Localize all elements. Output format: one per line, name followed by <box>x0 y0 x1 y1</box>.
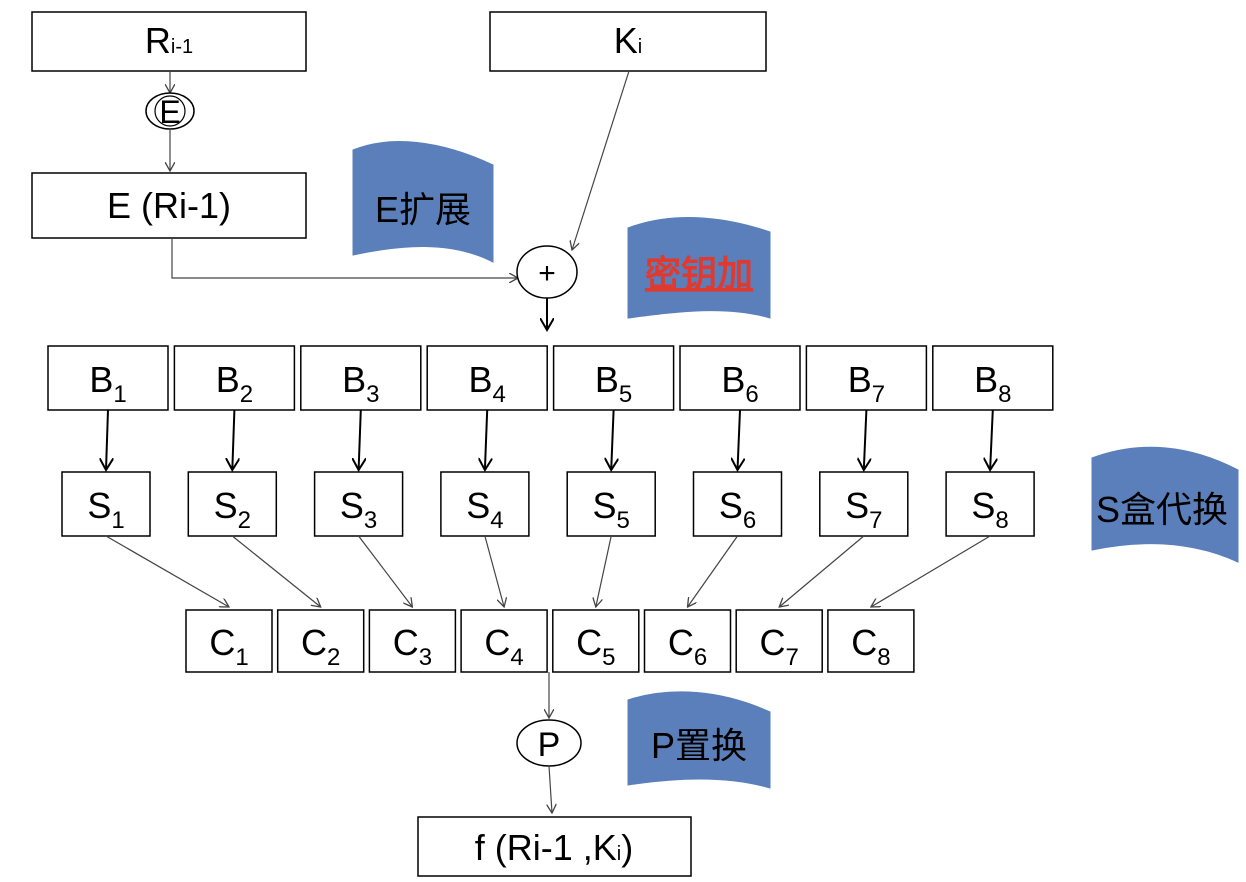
s-box-3: S3 <box>313 471 404 537</box>
p-permutation-node: P <box>516 719 582 767</box>
s-box-7: S7 <box>819 471 909 537</box>
c-box-label-4: C4 <box>484 622 523 671</box>
s-box-label-2: S2 <box>214 485 251 534</box>
s-box-8: S8 <box>945 471 1035 537</box>
key-add-flag: 密钥加 <box>627 216 771 319</box>
b-box-label-2: B2 <box>216 359 253 408</box>
b-box-label-7: B7 <box>848 359 885 408</box>
s-to-c-arrow-6 <box>688 535 738 607</box>
s-box-4: S4 <box>440 471 530 537</box>
s-to-c-arrow-2 <box>231 535 320 607</box>
b-box-label-3: B3 <box>342 359 379 408</box>
e-expansion-node: E <box>145 92 195 130</box>
b-box-8: B8 <box>932 345 1054 411</box>
p-node-label: P <box>538 726 561 764</box>
c-box-label-3: C3 <box>393 622 432 671</box>
s-box-6: S6 <box>692 471 783 537</box>
r-input-label: Ri-1 <box>145 20 193 61</box>
c-box-label-2: C2 <box>301 622 340 671</box>
c-row: C1 C2 C3 C4 C5 C6 C7 C8 <box>185 609 915 673</box>
s-box-label: S盒代换 <box>1096 489 1228 530</box>
b-box-label-4: B4 <box>469 359 506 408</box>
c-box-label-6: C6 <box>668 622 707 671</box>
s-box-5: S5 <box>566 471 656 537</box>
e-expand-label: E扩展 <box>375 189 471 230</box>
s-to-c-arrow-4 <box>484 535 504 607</box>
s-box-1: S1 <box>61 471 151 537</box>
c-box-2: C2 <box>276 609 365 673</box>
s-box-label-4: S4 <box>466 485 503 534</box>
xor-node: + <box>516 245 578 299</box>
b-to-s-arrows <box>106 409 993 470</box>
s-box-label-1: S1 <box>87 485 124 534</box>
s-box-label-3: S3 <box>340 485 377 534</box>
b-box-6: B6 <box>679 345 801 411</box>
b-box-label-1: B1 <box>89 359 126 408</box>
b-to-s-arrow-2 <box>232 409 234 470</box>
b-to-s-arrow-5 <box>611 409 613 470</box>
s-box-label-8: S8 <box>971 485 1008 534</box>
s-to-c-arrow-1 <box>105 535 229 607</box>
s-to-c-arrow-3 <box>358 535 413 607</box>
xor-label: + <box>538 257 556 290</box>
f-output-label: f (Ri-1 ,Ki) <box>475 827 633 868</box>
b-row: B1 B2 B3 B4 B5 B6 B7 B8 <box>47 345 1054 411</box>
b-to-s-arrow-4 <box>485 409 487 470</box>
s-to-c-arrow-5 <box>596 535 612 607</box>
c-box-label-5: C5 <box>576 622 615 671</box>
s-box-2: S2 <box>187 471 278 537</box>
b-box-3: B3 <box>300 345 422 411</box>
c-box-5: C5 <box>552 609 640 673</box>
key-add-label: 密钥加 <box>645 253 753 294</box>
b-to-s-arrow-1 <box>106 409 108 470</box>
expanded-r-label: E (Ri-1) <box>107 185 231 226</box>
b-to-s-arrow-8 <box>990 409 993 470</box>
b-to-s-arrow-6 <box>738 409 741 470</box>
c-box-8: C8 <box>827 609 915 673</box>
expanded-r-box: E (Ri-1) <box>31 172 307 239</box>
b-box-5: B5 <box>552 345 675 411</box>
b-box-4: B4 <box>426 345 548 411</box>
e-expand-flag: E扩展 <box>352 141 494 263</box>
c-box-4: C4 <box>460 609 548 673</box>
c-box-6: C6 <box>643 609 732 673</box>
s-to-c-arrow-7 <box>779 535 865 607</box>
p-perm-label: P置换 <box>651 725 747 766</box>
s-box-label-6: S6 <box>719 485 756 534</box>
r-input-box: Ri-1 <box>31 11 307 72</box>
s-row: S1 S2 S3 S4 S5 S6 S7 S8 <box>61 471 1035 537</box>
b-box-2: B2 <box>173 345 296 411</box>
k-input-box: Ki <box>489 11 767 72</box>
s-box-label-7: S7 <box>845 485 882 534</box>
s-to-c-arrows <box>105 535 991 607</box>
c-box-7: C7 <box>735 609 823 673</box>
b-box-label-6: B6 <box>721 359 758 408</box>
b-box-label-8: B8 <box>974 359 1011 408</box>
s-box-label-5: S5 <box>593 485 630 534</box>
b-to-s-arrow-7 <box>864 409 867 470</box>
c-box-3: C3 <box>368 609 457 673</box>
c-box-label-1: C1 <box>209 622 248 671</box>
b-box-label-5: B5 <box>595 359 632 408</box>
b-box-1: B1 <box>47 345 169 411</box>
c-box-1: C1 <box>185 609 273 673</box>
k-input-label: Ki <box>614 20 642 61</box>
c-box-label-8: C8 <box>851 622 890 671</box>
b-box-7: B7 <box>805 345 928 411</box>
s-box-flag: S盒代换 <box>1091 446 1239 563</box>
p-perm-flag: P置换 <box>627 691 771 789</box>
b-to-s-arrow-3 <box>359 409 361 470</box>
c-box-label-7: C7 <box>760 622 799 671</box>
s-to-c-arrow-8 <box>871 535 991 607</box>
f-output-box: f (Ri-1 ,Ki) <box>417 816 692 877</box>
e-node-label: E <box>159 94 180 130</box>
